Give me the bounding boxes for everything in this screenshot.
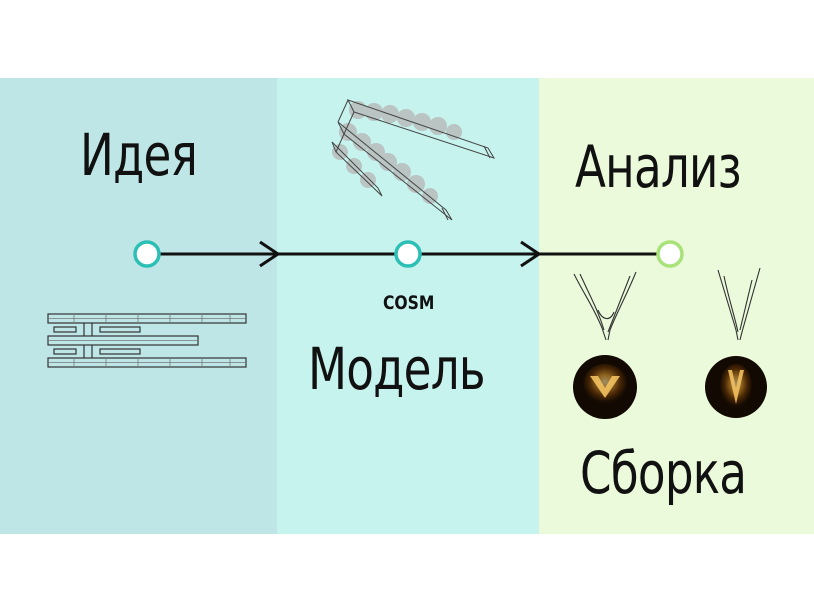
node-model: [394, 240, 422, 268]
microscopy-image-1: [573, 355, 637, 419]
model-panel: [277, 78, 539, 534]
strand-design-figure: [47, 313, 247, 368]
arrow-head-2: [520, 240, 542, 268]
stage-idea-title: Идея: [80, 121, 198, 189]
stage-model-title: Модель: [308, 335, 486, 403]
analysis-sketch-1: [573, 271, 637, 341]
node-analysis: [656, 240, 684, 268]
microscopy-image-2: [705, 356, 767, 418]
stage-analysis-title: Анализ: [575, 133, 742, 201]
arrow-head-1: [259, 240, 281, 268]
node-idea: [133, 240, 161, 268]
idea-panel: [0, 78, 277, 534]
analysis-sketch-2: [717, 267, 761, 341]
stage-assembly-title: Сборка: [580, 439, 747, 507]
cosm-label: COSM: [383, 292, 435, 314]
origami-model-figure: [331, 99, 496, 221]
analysis-panel: [539, 78, 814, 534]
